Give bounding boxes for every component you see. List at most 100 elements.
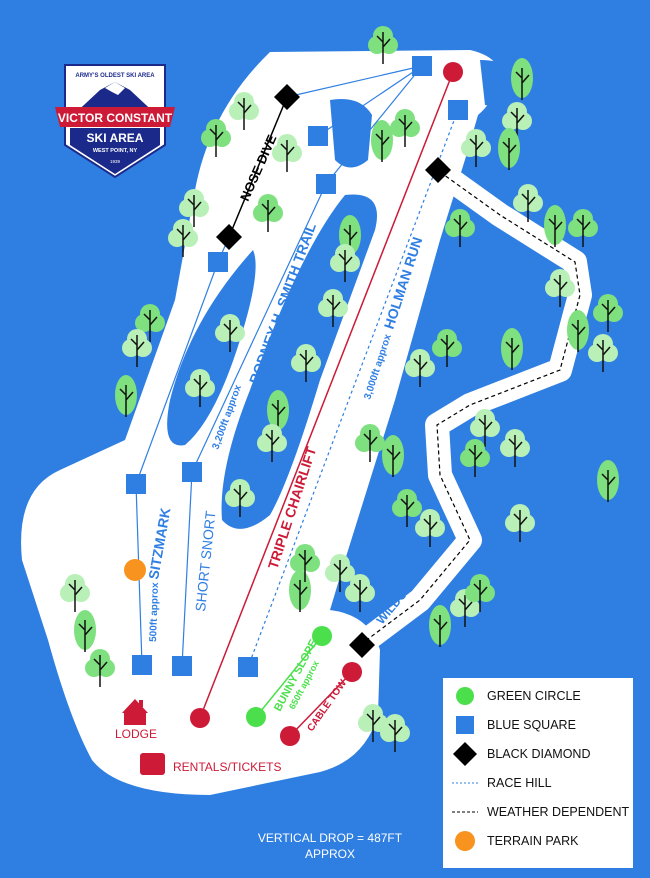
tree-icon: [432, 329, 462, 367]
logo: ARMY'S OLDEST SKI AREA VICTOR CONSTANT S…: [55, 64, 175, 179]
tree-icon: [593, 294, 623, 332]
tree-icon: [368, 26, 398, 64]
tree-icon: [545, 269, 575, 307]
tree-icon: [501, 328, 523, 370]
black-diamond-marker: [274, 84, 300, 110]
tree-icon: [597, 460, 619, 502]
legend-green-circle: GREEN CIRCLE: [443, 684, 581, 708]
tree-icon: [568, 209, 598, 247]
blue-square-icon: [456, 716, 474, 734]
black-diamond-marker: [425, 157, 451, 183]
terrain-park-marker: [124, 559, 146, 581]
legend-label: WEATHER DEPENDENT: [487, 805, 630, 819]
green-circle-icon: [456, 687, 474, 705]
tree-icon: [405, 349, 435, 387]
logo-year: 1939: [110, 159, 121, 164]
tree-icon: [390, 109, 420, 147]
lift-terminal-marker: [342, 662, 362, 682]
label-lodge: LODGE: [115, 727, 157, 741]
tree-icon: [74, 610, 96, 652]
tree-icon: [382, 435, 404, 477]
lift-terminal-marker: [443, 62, 463, 82]
tree-icon: [345, 574, 375, 612]
tree-icon: [115, 375, 137, 417]
orange-circle-icon: [455, 831, 475, 851]
tree-icon: [355, 424, 385, 462]
tree-icon: [392, 489, 422, 527]
tree-icon: [500, 429, 530, 467]
tree-icon: [511, 58, 533, 100]
legend-label: TERRAIN PARK: [487, 834, 579, 848]
tree-icon: [215, 314, 245, 352]
vertical-drop: VERTICAL DROP = 487FT APPROX: [250, 830, 410, 862]
black-diamond-icon: [453, 742, 477, 766]
blue-square-marker: [412, 56, 432, 76]
tree-icon: [257, 424, 287, 462]
label-sitzmark-length: 500ft approx: [148, 582, 161, 642]
logo-tagline: ARMY'S OLDEST SKI AREA: [75, 73, 155, 79]
lodge-icon: [122, 699, 148, 725]
blue-square-marker: [316, 174, 336, 194]
tree-icon: [330, 244, 360, 282]
legend-label: GREEN CIRCLE: [487, 689, 581, 703]
tree-icon: [135, 304, 165, 342]
black-dashed-line-icon: [452, 811, 478, 813]
legend: GREEN CIRCLE BLUE SQUARE BLACK DIAMOND R…: [443, 678, 633, 868]
legend-weather-dependent: WEATHER DEPENDENT: [443, 800, 629, 824]
vertical-drop-line2: APPROX: [304, 847, 355, 861]
tree-icon: [179, 189, 209, 227]
tree-icon: [272, 134, 302, 172]
blue-square-marker: [208, 252, 228, 272]
lift-terminal-marker: [190, 708, 210, 728]
tree-icon: [85, 649, 115, 687]
tree-icon: [291, 344, 321, 382]
legend-blue-square: BLUE SQUARE: [443, 713, 576, 737]
tree-icon: [465, 574, 495, 612]
tree-icon: [544, 205, 566, 247]
tree-icon: [505, 504, 535, 542]
legend-label: RACE HILL: [487, 776, 552, 790]
legend-race-hill: RACE HILL: [443, 771, 552, 795]
tree-icon: [318, 289, 348, 327]
blue-square-marker: [448, 100, 468, 120]
blue-square-marker: [132, 655, 152, 675]
tree-icon: [445, 209, 475, 247]
tree-icon: [122, 329, 152, 367]
logo-name: VICTOR CONSTANT: [58, 111, 173, 125]
tree-icon: [380, 714, 410, 752]
black-diamond-marker: [216, 224, 242, 250]
weather-dependent-line: [359, 171, 581, 646]
tree-icon: [168, 219, 198, 257]
tree-icon: [371, 120, 393, 162]
tree-icon: [588, 334, 618, 372]
logo-subtitle: SKI AREA: [87, 131, 144, 145]
tree-icon: [253, 194, 283, 232]
tree-icon: [513, 184, 543, 222]
blue-dotted-line-icon: [452, 782, 478, 784]
logo-location: WEST POINT, NY: [93, 148, 138, 154]
tree-icon: [460, 439, 490, 477]
legend-label: BLUE SQUARE: [487, 718, 576, 732]
blue-square-marker: [182, 462, 202, 482]
vertical-drop-line1: VERTICAL DROP = 487FT: [257, 831, 403, 845]
blue-square-marker: [238, 657, 258, 677]
tree-icon: [567, 310, 589, 352]
tree-icon: [290, 544, 320, 582]
label-rentals: RENTALS/TICKETS: [173, 760, 281, 774]
legend-terrain-park: TERRAIN PARK: [443, 829, 578, 853]
black-diamond-marker: [349, 632, 375, 658]
blue-square-marker: [308, 126, 328, 146]
tree-icon: [325, 554, 355, 592]
tree-icon: [461, 129, 491, 167]
tree-icon: [415, 509, 445, 547]
tree-icon: [201, 119, 231, 157]
tree-icon: [60, 574, 90, 612]
blue-square-marker: [126, 474, 146, 494]
tree-icon: [498, 128, 520, 170]
lift-terminal-marker: [280, 726, 300, 746]
green-circle-marker: [246, 707, 266, 727]
rentals-icon: [140, 753, 165, 775]
legend-black-diamond: BLACK DIAMOND: [443, 742, 591, 766]
tree-icon: [185, 369, 215, 407]
